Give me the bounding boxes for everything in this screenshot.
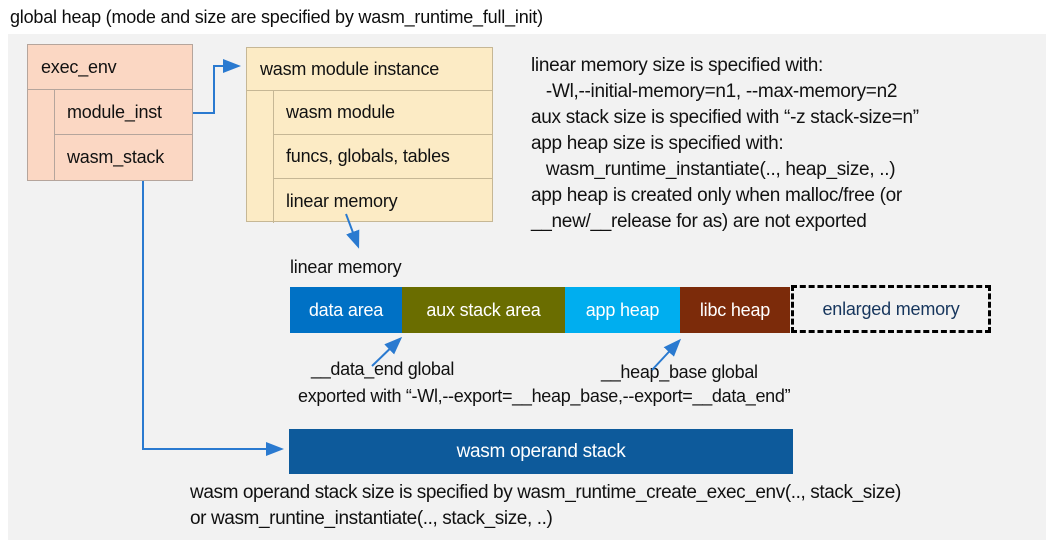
page-title: global heap (mode and size are specified… [10, 7, 543, 27]
note-line: aux stack size is specified with “-z sta… [531, 107, 919, 128]
operand-stack-label: wasm operand stack [456, 440, 626, 462]
module-instance-header: wasm module instance [247, 48, 492, 91]
note-line: or wasm_runtine_instantiate(.., stack_si… [190, 508, 553, 529]
segment-libc-heap: libc heap [680, 287, 790, 333]
exec-env-cell-wasm-stack: wasm_stack [67, 147, 165, 167]
module-instance-cell-wasm-module: wasm module [273, 91, 492, 135]
notes-right: linear memory size is specified with: -W… [531, 53, 919, 235]
segment-app-heap: app heap [565, 287, 680, 333]
note-line: wasm_runtime_instantiate(.., heap_size, … [531, 159, 896, 180]
exec-env-indent-line [54, 90, 55, 180]
note-line: __new/__release for as) are not exported [531, 211, 867, 232]
module-instance-cell-funcs-globals-tables: funcs, globals, tables [273, 135, 492, 179]
note-line: wasm operand stack size is specified by … [190, 482, 901, 503]
segment-data-area-label: data area [308, 299, 384, 320]
annotation-heap-base: __heap_base global [601, 362, 758, 382]
note-line: -Wl,--initial-memory=n1, --max-memory=n2 [531, 81, 898, 102]
exec-env-box: exec_env module_inst wasm_stack [27, 44, 193, 181]
module-instance-cell-linear-memory: linear memory [286, 190, 398, 211]
segment-app-heap-label: app heap [585, 299, 660, 320]
module-instance-indent-line [273, 91, 274, 223]
operand-stack-box: wasm operand stack [289, 429, 793, 474]
enlarged-memory-label: enlarged memory [822, 298, 960, 319]
segment-aux-stack-area-label: aux stack area [426, 299, 541, 320]
segment-aux-stack-area: aux stack area [402, 287, 565, 333]
notes-bottom: wasm operand stack size is specified by … [190, 480, 901, 532]
module-instance-box: wasm module instance wasm module funcs, … [246, 47, 493, 223]
linear-memory-label: linear memory [290, 257, 402, 277]
enlarged-memory-box: enlarged memory [791, 285, 991, 333]
annotation-exported: exported with “-Wl,--export=__heap_base,… [298, 386, 791, 406]
note-line: linear memory size is specified with: [531, 55, 823, 76]
annotation-data-end: __data_end global [311, 359, 455, 379]
note-line: app heap is created only when malloc/fre… [531, 185, 902, 206]
exec-env-header: exec_env [28, 45, 192, 90]
note-line: app heap size is specified with: [531, 133, 784, 154]
exec-env-cell-module-inst: module_inst [54, 90, 192, 135]
segment-data-area: data area [290, 287, 402, 333]
segment-libc-heap-label: libc heap [699, 299, 771, 320]
